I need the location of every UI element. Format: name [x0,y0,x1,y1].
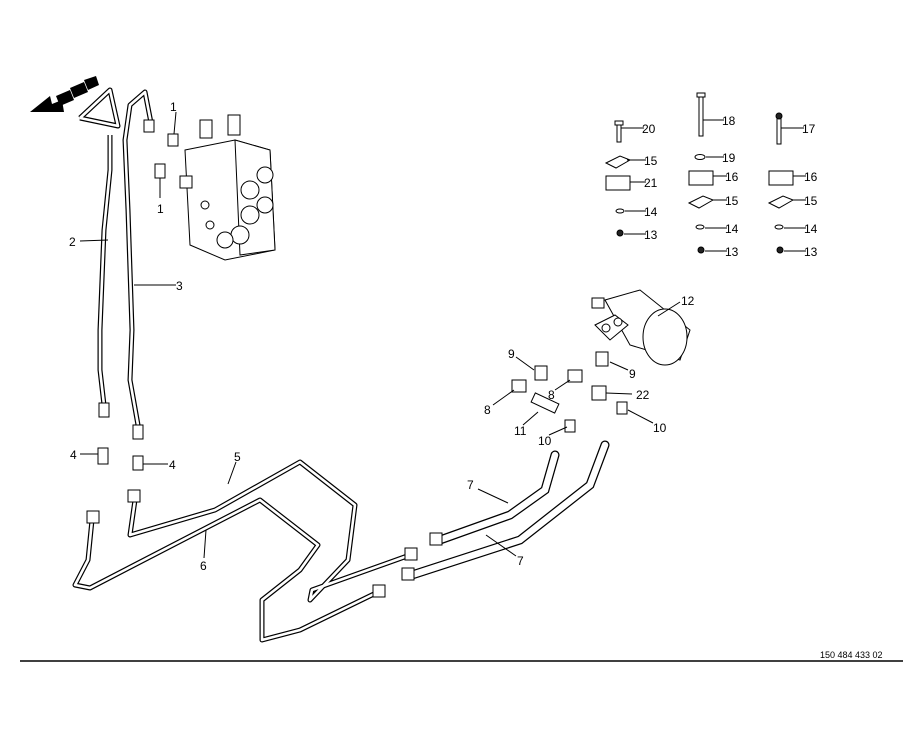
fitting-22 [591,385,607,401]
fitting-10b [616,401,628,415]
callout: 16 [804,170,818,184]
small-fittings [511,351,628,433]
hose-7b [401,440,610,581]
callout: 22 [636,388,650,402]
fitting-10a [564,419,576,433]
leader-lines [79,111,806,559]
fitting-1b [154,163,166,179]
callout: 13 [725,245,739,259]
filter-12 [591,289,691,366]
callout: 1 [170,100,177,114]
fitting-4b [132,455,144,471]
fitting-4a [97,447,109,465]
callout: 15 [725,194,739,208]
callout: 18 [722,114,736,128]
callout: 14 [725,222,739,236]
callout: 10 [653,421,667,435]
pipe-5 [127,459,418,603]
callout: 5 [234,450,241,464]
callout: 4 [169,458,176,472]
callout: 13 [644,228,658,242]
direction-arrow-icon [30,76,99,112]
callout: 12 [681,294,695,308]
callout: 3 [176,279,183,293]
hose-7a [429,450,560,546]
pipe-6 [72,497,386,643]
callout: 7 [467,478,474,492]
callout: 14 [804,222,818,236]
callout: 15 [804,194,818,208]
hardware [604,92,795,254]
control-valve-block [179,114,276,261]
callout: 14 [644,205,658,219]
fitting-8b [567,369,583,383]
callout: 10 [538,434,552,448]
fitting-9b [595,351,609,367]
fitting-11 [530,392,560,414]
callouts: 1 1 2 3 4 4 5 6 7 7 8 8 9 9 10 10 11 22 … [69,100,818,573]
callout: 17 [802,122,816,136]
callout: 1 [157,202,164,216]
callout: 8 [548,388,555,402]
callout: 15 [644,154,658,168]
callout: 21 [644,176,658,190]
pipe-2 [78,87,121,418]
callout: 20 [642,122,656,136]
callout: 9 [629,367,636,381]
fitting-1a [167,133,179,147]
callout: 9 [508,347,515,361]
fitting-8a [511,379,527,393]
callout: 7 [517,554,524,568]
fitting-9a [534,365,548,381]
callout: 13 [804,245,818,259]
callout: 11 [514,424,527,438]
callout: 4 [70,448,77,462]
callout: 6 [200,559,207,573]
callout: 8 [484,403,491,417]
callout: 19 [722,151,736,165]
drawing-number: 150 484 433 02 [820,650,883,660]
callout: 2 [69,235,76,249]
callout: 16 [725,170,739,184]
pipe-3 [122,89,155,440]
